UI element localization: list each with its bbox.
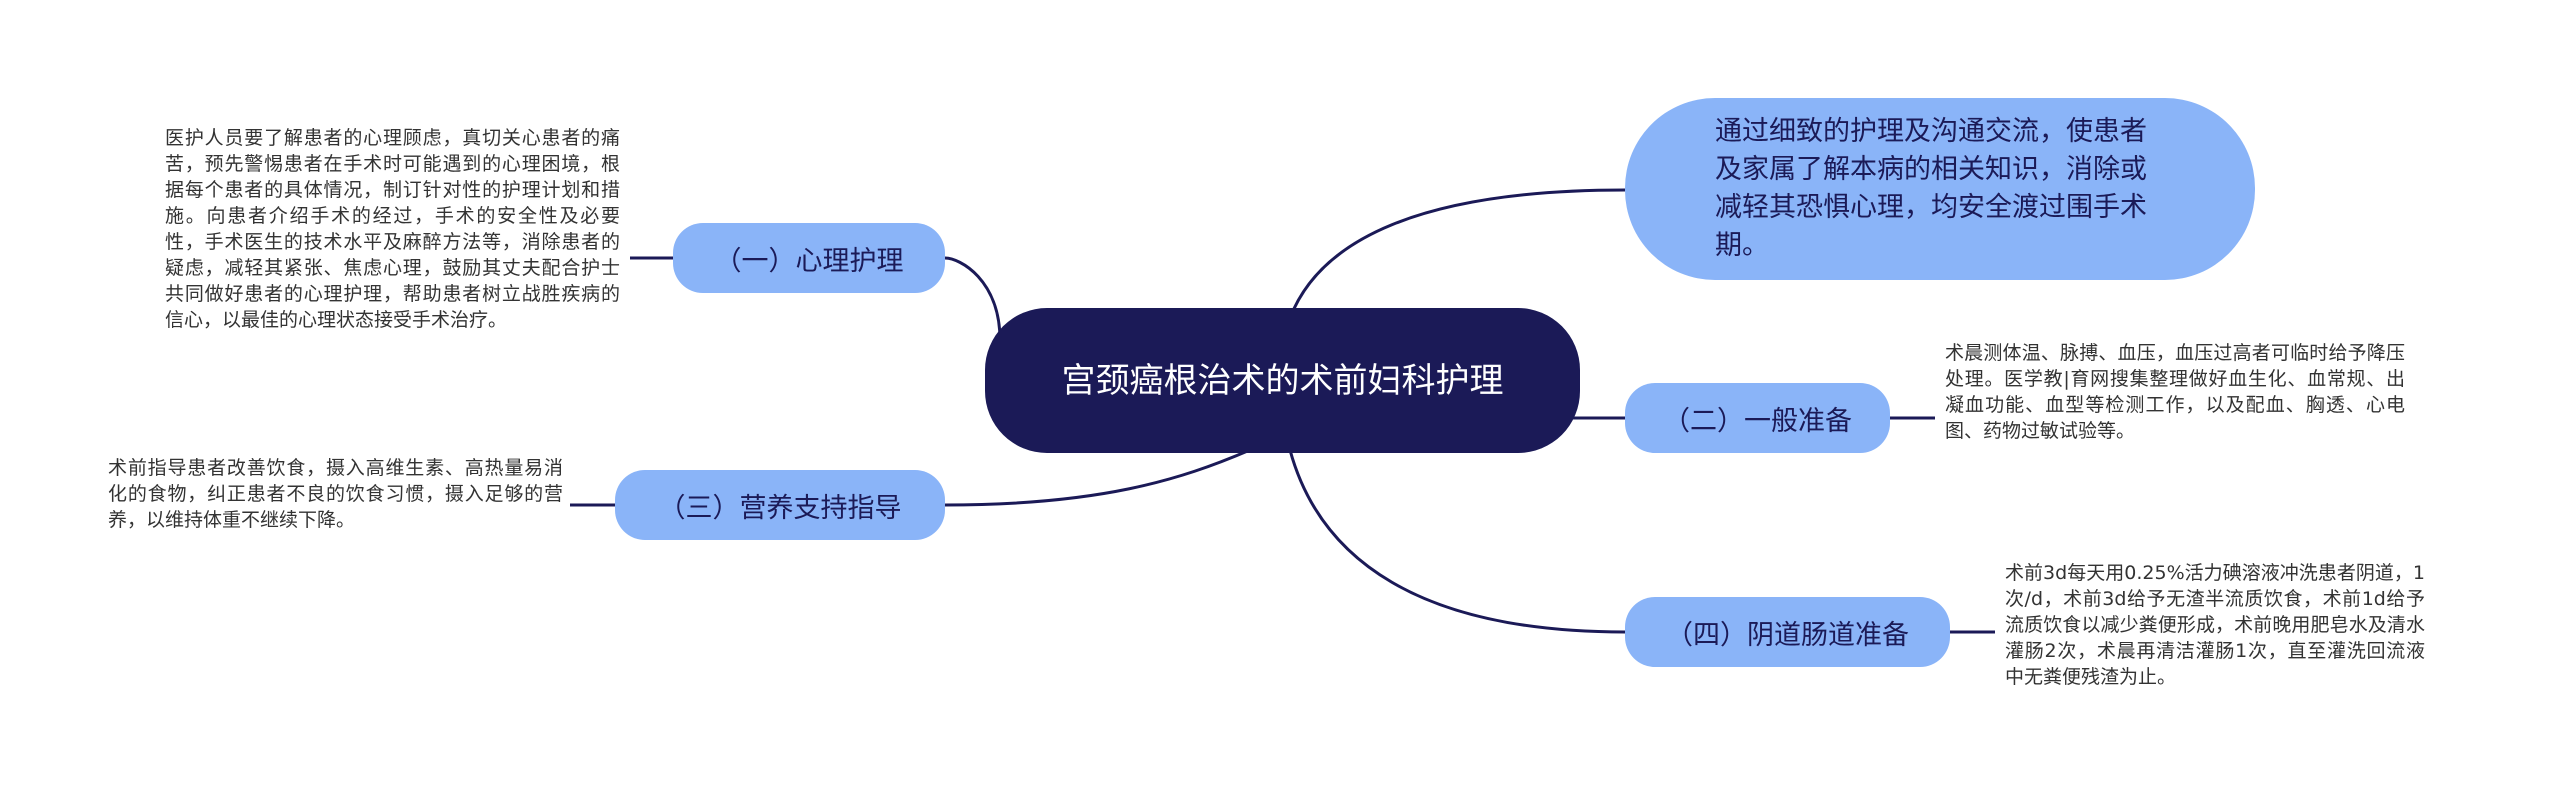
central-topic-title: 宫颈癌根治术的术前妇科护理	[1061, 360, 1504, 401]
connector-center-to-vaginal-prep	[1288, 449, 1626, 634]
branch-general-prep-label: （二）一般准备	[1663, 405, 1852, 437]
branch-vaginal-prep-label: （四）阴道肠道准备	[1666, 619, 1909, 651]
branch-nutrition-label: （三）营养支持指导	[658, 492, 902, 524]
branch-general-prep[interactable]: （二）一般准备	[1625, 383, 1890, 453]
branch-psych-care-label: （一）心理护理	[714, 245, 904, 277]
summary-node[interactable]: 通过细致的护理及沟通交流，使患者及家属了解本病的相关知识，消除或减轻其恐惧心理，…	[1625, 98, 2255, 280]
psych-care-detail: 医护人员要了解患者的心理顾虑，真切关心患者的痛苦，预先警惕患者在手术时可能遇到的…	[165, 127, 620, 331]
connector-center-to-nutrition	[944, 448, 1251, 507]
branch-vaginal-prep[interactable]: （四）阴道肠道准备	[1625, 597, 1950, 667]
general-prep-detail: 术晨测体温、脉搏、血压，血压过高者可临时给予降压处理。医学教|育网搜集整理做好血…	[1945, 342, 2405, 442]
summary-text: 通过细致的护理及沟通交流，使患者及家属了解本病的相关知识，消除或减轻其恐惧心理，…	[1715, 116, 2147, 261]
branch-psych-care[interactable]: （一）心理护理	[673, 223, 945, 293]
central-topic[interactable]: 宫颈癌根治术的术前妇科护理	[985, 308, 1580, 453]
connector-center-to-summary	[1288, 188, 1626, 319]
nutrition-detail: 术前指导患者改善饮食，摄入高维生素、高热量易消化的食物，纠正患者不良的饮食习惯，…	[108, 457, 563, 531]
connector-center-to-psych-care	[944, 256, 1002, 341]
vaginal-prep-detail: 术前3d每天用0.25%活力碘溶液冲洗患者阴道，1次/d，术前3d给予无渣半流质…	[2005, 562, 2425, 688]
branch-nutrition[interactable]: （三）营养支持指导	[615, 470, 945, 540]
